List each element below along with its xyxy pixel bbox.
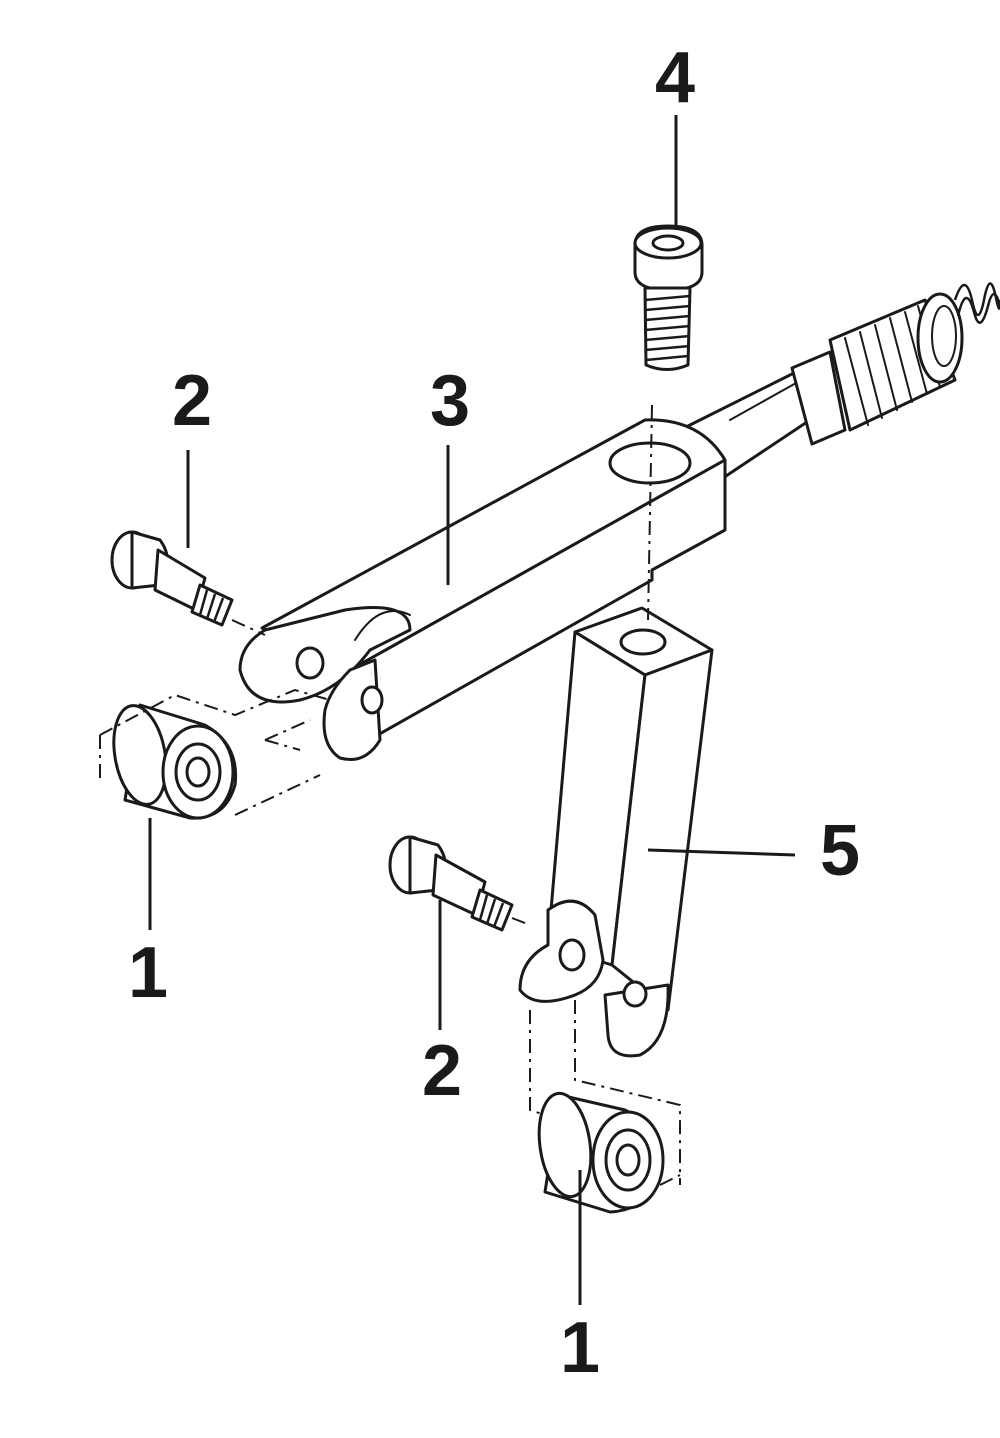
- callout-2-top: 2: [172, 361, 212, 441]
- arm-part-5: [518, 606, 714, 1058]
- leader-5: [647, 848, 796, 857]
- callout-5: 5: [820, 811, 860, 891]
- callout-4: 4: [655, 38, 695, 118]
- shoulder-bolt-lower-part-2: [388, 835, 514, 932]
- assembly-center-lines: [99, 404, 681, 1186]
- compression-spring: [953, 282, 1000, 324]
- callout-labels: 4 3 2 1 5 2 1: [128, 38, 860, 1388]
- arm-part-3: [238, 418, 727, 761]
- callout-1-left: 1: [128, 933, 168, 1013]
- roller-left-part-1: [112, 703, 238, 820]
- shoulder-bolt-upper-part-2: [110, 530, 234, 627]
- cap-screw-part-4: [633, 224, 704, 371]
- splined-shaft: [678, 292, 964, 482]
- callout-2-bottom: 2: [422, 1031, 462, 1111]
- callout-3: 3: [430, 361, 470, 441]
- callout-1-bottom: 1: [560, 1308, 600, 1388]
- roller-bottom-part-1: [537, 1091, 665, 1214]
- leader-lines: [148, 115, 796, 1305]
